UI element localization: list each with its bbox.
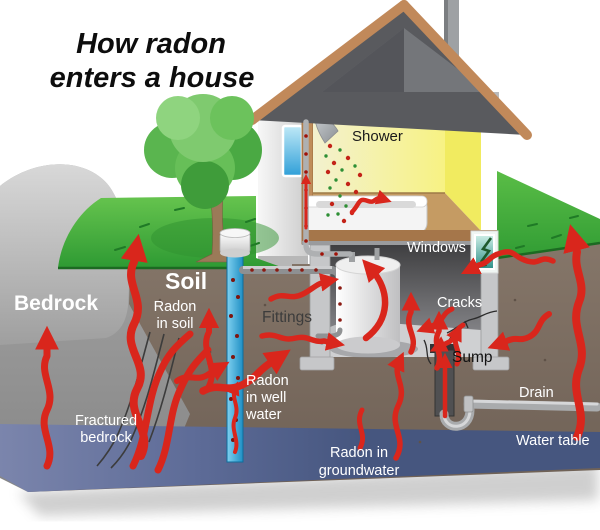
tree <box>144 94 279 263</box>
radon-arrow-soil-large <box>120 233 149 460</box>
footing-right <box>472 356 510 371</box>
page-title-line1: How radon <box>76 28 226 60</box>
vent-pipe <box>444 0 459 58</box>
label-radon-groundwater-line1: Radon in <box>330 445 388 461</box>
radon-arrow-basement-1 <box>401 291 421 355</box>
label-fractured-bedrock-line1: Fractured <box>75 413 137 429</box>
radon-arrow-to-well <box>174 361 230 384</box>
radon-arrows <box>35 224 590 470</box>
label-radon-in-soil-line1: Radon <box>154 299 197 315</box>
house-side-window <box>281 124 304 178</box>
subfloor-band <box>302 241 498 245</box>
radon-arrow-groundwater-2 <box>356 407 366 451</box>
radon-arrow-well <box>226 381 240 454</box>
radon-arrow-crack-2 <box>429 322 466 352</box>
attic-interior-shadow <box>322 28 404 92</box>
well-cap <box>219 228 251 258</box>
radon-arrow-window <box>460 249 556 275</box>
label-water-table: Water table <box>516 433 590 449</box>
radon-arrow-groundwater-1 <box>387 351 405 461</box>
label-fittings: Fittings <box>262 309 312 326</box>
label-windows: Windows <box>407 240 466 256</box>
radon-arrow-right-soil <box>563 224 590 441</box>
label-radon-groundwater-line2: groundwater <box>319 463 400 479</box>
radon-arrow-well-to-house <box>199 349 291 395</box>
radon-arrow-crack-1 <box>416 306 455 334</box>
label-shower: Shower <box>352 128 403 145</box>
tree-foliage <box>144 94 262 209</box>
label-fractured-bedrock-line2: bedrock <box>80 430 132 446</box>
footing-left <box>299 356 335 371</box>
grass-tufts <box>114 207 579 251</box>
water-supply-pipes <box>239 119 353 322</box>
label-radon-well-line3: water <box>245 407 282 423</box>
floor-band <box>302 230 498 241</box>
label-radon-well-line1: Radon <box>246 373 289 389</box>
radon-arrow-water-heater <box>362 259 389 342</box>
radon-arrow-fittings-lower <box>259 332 346 351</box>
label-soil: Soil <box>165 268 207 294</box>
label-drain: Drain <box>519 385 554 401</box>
bathtub <box>304 195 428 235</box>
shower-spray <box>324 143 363 224</box>
labels: How radon enters a house Shower Windows … <box>14 28 590 479</box>
radon-arrow-bedrock <box>35 325 59 470</box>
ground-shadow <box>18 464 598 516</box>
radon-arrow-right-foundation <box>487 311 552 351</box>
label-radon-in-soil-line2: in soil <box>156 316 193 332</box>
label-radon-well-line2: in well <box>246 390 286 406</box>
bathroom <box>303 113 481 235</box>
label-cracks: Cracks <box>437 295 482 311</box>
page-title-line2: enters a house <box>50 62 255 94</box>
window-air-arrow <box>479 237 493 263</box>
basement-window <box>470 230 499 274</box>
well <box>219 228 251 463</box>
radon-arrow-shower <box>349 189 392 215</box>
roof-trim-right <box>399 0 532 140</box>
label-sump: Sump <box>452 349 493 366</box>
bathroom-right-wall <box>445 113 481 231</box>
roof <box>247 0 532 140</box>
soil-specks <box>158 298 547 444</box>
roof-trim-left <box>247 0 409 125</box>
shower-supply-pipe <box>303 119 353 257</box>
radon-arrow-fittings-upper <box>268 273 340 302</box>
label-bedrock: Bedrock <box>14 292 98 315</box>
radon-arrow-fracture-2 <box>154 346 212 474</box>
